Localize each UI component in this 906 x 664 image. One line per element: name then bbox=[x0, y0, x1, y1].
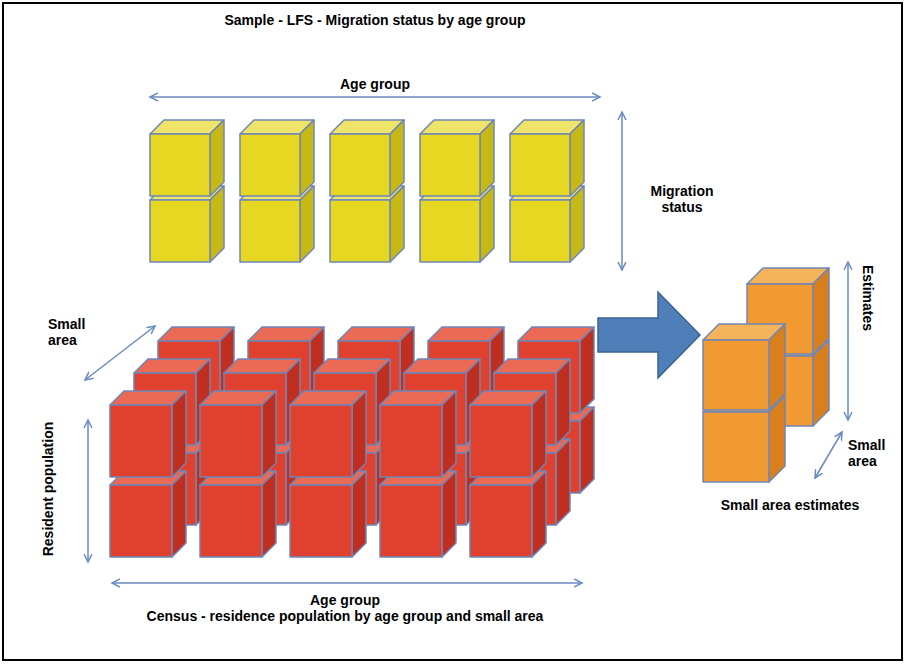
sample-cube bbox=[420, 120, 494, 196]
cube-front bbox=[330, 134, 390, 196]
axis-label: Estimates bbox=[860, 265, 876, 331]
census-cube bbox=[470, 391, 546, 477]
axis-arrow bbox=[150, 96, 600, 98]
cube-front bbox=[200, 405, 262, 477]
axis-label: Migration status bbox=[640, 183, 724, 215]
cube-side bbox=[262, 471, 276, 557]
axis-label: Age group bbox=[245, 592, 445, 608]
cube-side bbox=[300, 186, 314, 262]
cube-front bbox=[380, 485, 442, 557]
cube-side bbox=[570, 120, 584, 196]
cube-side bbox=[480, 186, 494, 262]
cube-side bbox=[813, 268, 829, 354]
sample-cube bbox=[150, 120, 224, 196]
sample-cube bbox=[510, 120, 584, 196]
census-cube bbox=[110, 471, 186, 557]
cube-side bbox=[262, 391, 276, 477]
cube-side bbox=[769, 324, 785, 410]
cube-front bbox=[510, 200, 570, 262]
axis-label: Small area bbox=[848, 437, 900, 469]
block-heading: Small area estimates bbox=[700, 497, 880, 513]
cube-side bbox=[352, 471, 366, 557]
block-heading: Census - residence population by age gro… bbox=[80, 608, 610, 624]
census-cube bbox=[290, 471, 366, 557]
cube-front bbox=[110, 405, 172, 477]
census-cube bbox=[290, 391, 366, 477]
axis-label: Age group bbox=[325, 76, 425, 92]
cube-side bbox=[172, 391, 186, 477]
cube-front bbox=[510, 134, 570, 196]
cube-side bbox=[556, 439, 570, 525]
cube-side bbox=[813, 340, 829, 426]
cube-side bbox=[442, 471, 456, 557]
cube-side bbox=[532, 471, 546, 557]
census-cube bbox=[380, 391, 456, 477]
cube-front bbox=[380, 405, 442, 477]
cube-side bbox=[570, 186, 584, 262]
sample-cube bbox=[150, 186, 224, 262]
cube-front bbox=[290, 485, 352, 557]
axis-label: Small area bbox=[48, 316, 108, 348]
sample-cube bbox=[330, 120, 404, 196]
axis-arrow bbox=[815, 432, 842, 478]
cube-front bbox=[200, 485, 262, 557]
census-cube bbox=[110, 391, 186, 477]
cube-front bbox=[110, 485, 172, 557]
cube-front bbox=[703, 340, 769, 410]
frame bbox=[3, 3, 902, 660]
cube-side bbox=[580, 407, 594, 493]
census-cube bbox=[470, 471, 546, 557]
cube-side bbox=[580, 327, 594, 413]
cube-front bbox=[150, 134, 210, 196]
cube-front bbox=[470, 405, 532, 477]
cube-side bbox=[390, 120, 404, 196]
cube-side bbox=[480, 120, 494, 196]
cube-front bbox=[420, 134, 480, 196]
cube-side bbox=[172, 471, 186, 557]
estimate-cube bbox=[703, 324, 785, 410]
flow-arrow bbox=[598, 292, 700, 378]
cube-front bbox=[470, 485, 532, 557]
sample-cube bbox=[240, 186, 314, 262]
cube-side bbox=[300, 120, 314, 196]
sample-cube bbox=[330, 186, 404, 262]
cube-side bbox=[210, 120, 224, 196]
axis-arrow bbox=[112, 582, 582, 584]
sample-cube bbox=[510, 186, 584, 262]
cube-side bbox=[532, 391, 546, 477]
cube-side bbox=[390, 186, 404, 262]
axis-arrow bbox=[847, 262, 849, 420]
block-heading: Sample - LFS - Migration status by age g… bbox=[130, 12, 620, 28]
axis-arrow bbox=[621, 112, 623, 270]
axis-label: Resident population bbox=[40, 422, 56, 557]
cube-side bbox=[442, 391, 456, 477]
sample-cube bbox=[420, 186, 494, 262]
axis-arrow bbox=[85, 326, 155, 380]
cube-front bbox=[420, 200, 480, 262]
cube-front bbox=[240, 134, 300, 196]
cube-side bbox=[352, 391, 366, 477]
sample-cube bbox=[240, 120, 314, 196]
axis-arrow bbox=[87, 420, 89, 562]
cube-front bbox=[290, 405, 352, 477]
cube-side bbox=[556, 359, 570, 445]
cube-front bbox=[330, 200, 390, 262]
census-cube bbox=[200, 471, 276, 557]
cube-front bbox=[150, 200, 210, 262]
census-cube bbox=[200, 391, 276, 477]
cube-side bbox=[769, 396, 785, 482]
cube-side bbox=[210, 186, 224, 262]
cube-front bbox=[703, 412, 769, 482]
cube-front bbox=[240, 200, 300, 262]
census-cube bbox=[380, 471, 456, 557]
